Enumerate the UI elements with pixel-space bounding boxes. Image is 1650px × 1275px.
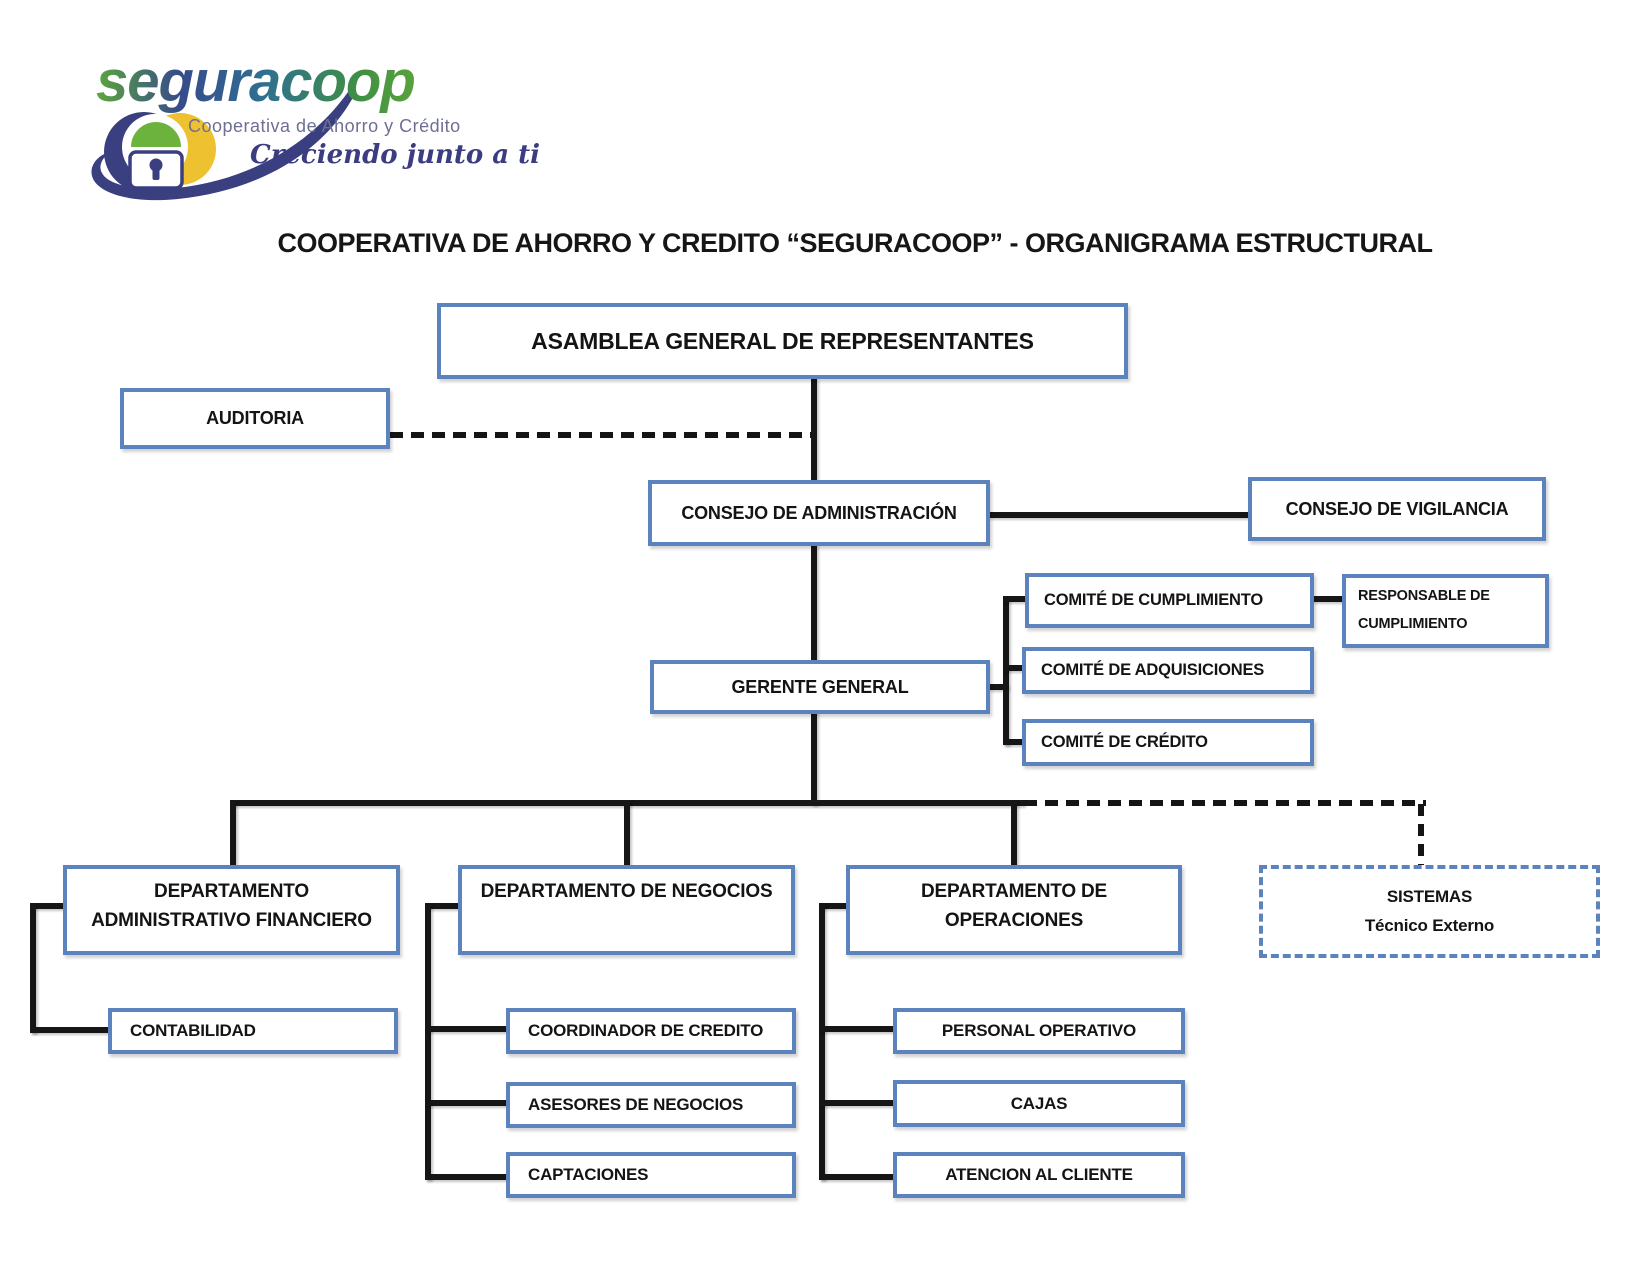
org-node-comite-credito: COMITÉ DE CRÉDITO	[1022, 719, 1314, 766]
connector-atencion-stub	[819, 1174, 895, 1180]
org-node-sistemas: SISTEMAS Técnico Externo	[1259, 865, 1600, 958]
connector-operaciones-stub-top	[819, 903, 849, 909]
connector-asamblea-consejo	[811, 378, 817, 482]
org-node-gerente-general: GERENTE GENERAL	[650, 660, 990, 714]
org-node-cajas: CAJAS	[893, 1080, 1185, 1127]
connector-drop-sistemas-dashed	[1418, 804, 1424, 866]
org-node-dept-negocios: DEPARTAMENTO DE NEGOCIOS	[458, 865, 795, 955]
connector-personal-stub	[819, 1026, 895, 1032]
connector-drop-dept-negocios	[624, 800, 630, 866]
connector-asesores-stub	[425, 1100, 508, 1106]
connector-gerente-comites-stub	[988, 684, 1008, 690]
connector-operaciones-spine	[819, 903, 825, 1180]
logo-tagline: Creciendo junto a ti	[250, 140, 541, 170]
padlock-logo-icon	[58, 92, 358, 217]
org-node-responsable-cumplimiento: RESPONSABLE DE CUMPLIMIENTO	[1342, 574, 1549, 648]
connector-negocios-stub-top	[425, 903, 460, 909]
connector-drop-dept-admin	[230, 800, 236, 866]
org-node-dept-administrativo: DEPARTAMENTO ADMINISTRATIVO FINANCIERO	[63, 865, 400, 955]
connector-consejo-vigilancia	[988, 512, 1250, 518]
logo-subtitle: Cooperativa de Ahorro y Crédito	[188, 116, 461, 136]
connector-captaciones-stub	[425, 1174, 508, 1180]
logo-wordmark: seguracoop	[96, 49, 416, 114]
page-title: COOPERATIVA DE AHORRO Y CREDITO “SEGURAC…	[277, 228, 1433, 258]
org-node-asesores-negocios: ASESORES DE NEGOCIOS	[506, 1082, 796, 1128]
connector-responsable-stub	[1312, 596, 1342, 602]
org-node-comite-cumplimiento: COMITÉ DE CUMPLIMIENTO	[1025, 573, 1314, 628]
org-node-asamblea: ASAMBLEA GENERAL DE REPRESENTANTES	[437, 303, 1128, 379]
connector-coordinador-stub	[425, 1026, 508, 1032]
connector-comite-cumplimiento-stub	[1003, 596, 1027, 602]
org-node-coordinador-credito: COORDINADOR DE CREDITO	[506, 1008, 796, 1054]
org-node-contabilidad: CONTABILIDAD	[108, 1008, 398, 1054]
connector-distribution-dashed	[1024, 800, 1426, 806]
org-node-comite-adquisiciones: COMITÉ DE ADQUISICIONES	[1022, 647, 1314, 694]
connector-negocios-spine	[425, 903, 431, 1180]
org-node-consejo-administracion: CONSEJO DE ADMINISTRACIÓN	[648, 480, 990, 546]
org-node-consejo-vigilancia: CONSEJO DE VIGILANCIA	[1248, 477, 1546, 541]
org-node-atencion-cliente: ATENCION AL CLIENTE	[893, 1152, 1185, 1198]
org-node-captaciones: CAPTACIONES	[506, 1152, 796, 1198]
connector-auditoria-dashed	[390, 432, 816, 438]
connector-gerente-down	[811, 711, 817, 805]
org-node-dept-operaciones: DEPARTAMENTO DE OPERACIONES	[846, 865, 1182, 955]
connector-drop-dept-operaciones	[1011, 800, 1017, 866]
org-node-personal-operativo: PERSONAL OPERATIVO	[893, 1008, 1185, 1054]
connector-comite-credito-stub	[1003, 739, 1025, 745]
connector-contabilidad-spine	[30, 903, 36, 1033]
org-node-auditoria: AUDITORIA	[120, 388, 390, 449]
connector-contabilidad-stub-top	[30, 903, 65, 909]
connector-contabilidad-stub	[30, 1027, 110, 1033]
connector-consejo-gerente	[811, 544, 817, 662]
connector-cajas-stub	[819, 1100, 895, 1106]
connector-comite-adquisiciones-stub	[1003, 665, 1025, 671]
